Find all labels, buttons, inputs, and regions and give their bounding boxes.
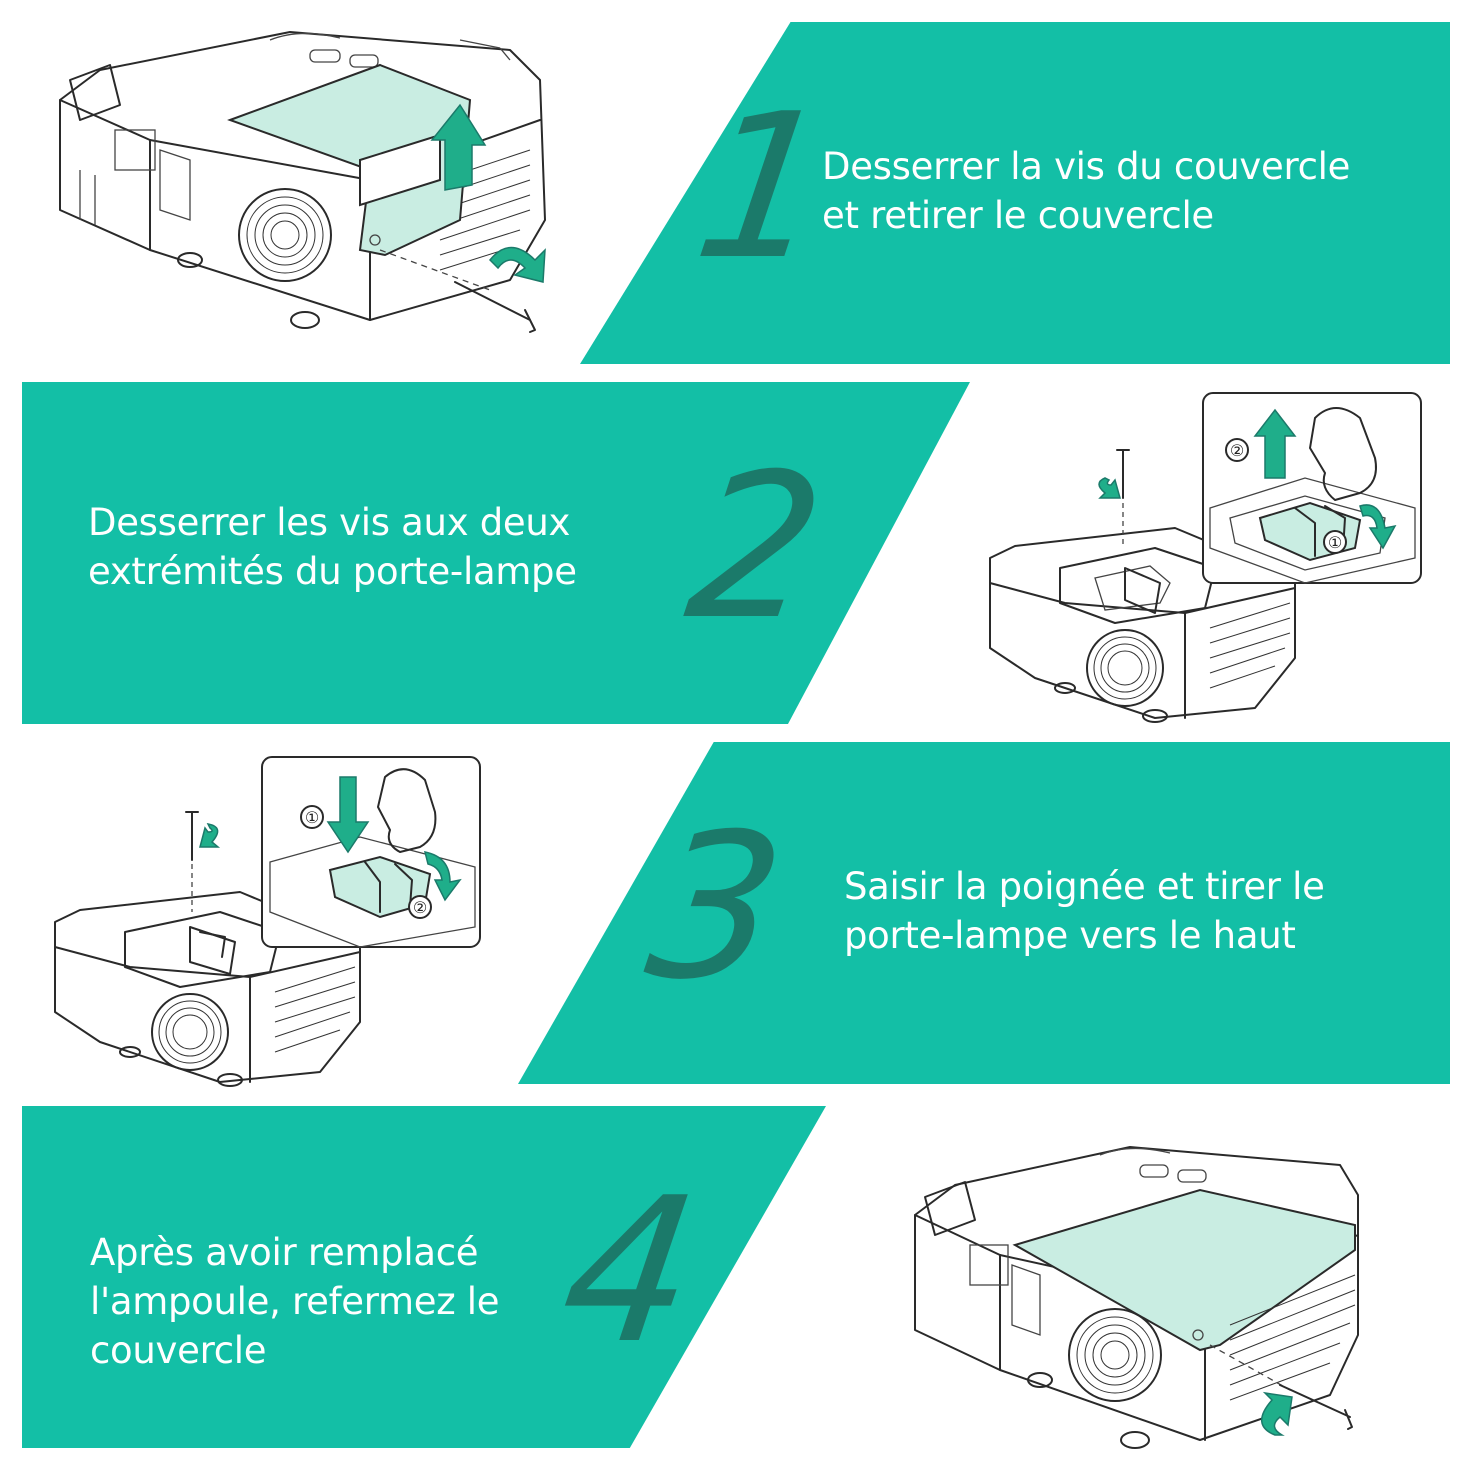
step-3-line-1: Saisir la poignée et tirer le — [844, 865, 1325, 908]
step-1-line-2: et retirer le couvercle — [822, 194, 1214, 237]
step-4-line-2: l'ampoule, refermez le — [90, 1280, 500, 1323]
projector-lamp-screws-illustration: ② ① — [989, 392, 1422, 723]
step-3-callout-2: ② — [413, 898, 427, 917]
step-1-instruction: Desserrer la vis du couvercle et retirer… — [822, 142, 1350, 240]
projector-cover-closing-illustration — [914, 1146, 1359, 1449]
step-2-banner — [22, 382, 970, 724]
step-2-callout-1: ① — [1328, 533, 1342, 552]
step-3-callout-1: ① — [305, 808, 319, 827]
projector-lamp-handle-illustration: ① ② — [54, 756, 481, 1087]
projector-cover-removal-illustration — [59, 31, 546, 333]
step-3-instruction: Saisir la poignée et tirer le porte-lamp… — [844, 862, 1325, 960]
step-4-line-1: Après avoir remplacé — [90, 1231, 479, 1274]
step-1-line-1: Desserrer la vis du couvercle — [822, 145, 1351, 188]
step-2-line-2: extrémités du porte-lampe — [88, 550, 577, 593]
step-2-callout-2: ② — [1230, 441, 1244, 460]
step-4-instruction: Après avoir remplacé l'ampoule, refermez… — [90, 1228, 500, 1375]
step-3-line-2: porte-lampe vers le haut — [844, 914, 1296, 957]
step-4-line-3: couvercle — [90, 1329, 267, 1372]
step-2-line-1: Desserrer les vis aux deux — [88, 501, 571, 544]
step-2-instruction: Desserrer les vis aux deux extrémités du… — [88, 498, 577, 596]
